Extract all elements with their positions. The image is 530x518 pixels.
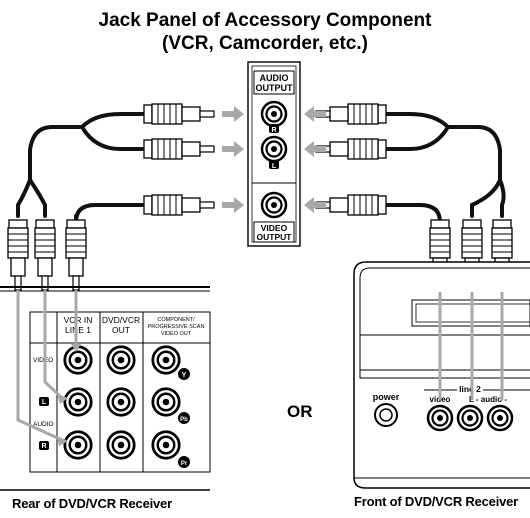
rca-plug (316, 139, 386, 159)
front-panel: power line 2 video L - audio - (353, 261, 530, 489)
rear-video-label: VIDEO (33, 357, 53, 364)
rear-panel: VCR IN LINE 1 DVD/VCR OUT COMPONENT/ PRO… (0, 286, 211, 491)
vcr-in-audio-r-jack (63, 430, 93, 460)
accessory-jack-panel: AUDIO OUTPUT R L VIDEO OUTPUT (247, 61, 301, 247)
arrow-left-icon (304, 106, 326, 122)
arrow-left-icon (304, 141, 326, 157)
dvd-vcr-out-audio-l-jack (106, 387, 136, 417)
arrow-right-icon (222, 106, 244, 122)
arrow-right-icon (222, 197, 244, 213)
audio-output-label-2: OUTPUT (256, 83, 294, 93)
rca-plug (143, 138, 215, 160)
y-badge: Y (182, 372, 187, 379)
accessory-audio-l-jack (260, 135, 288, 163)
rca-plug (316, 104, 386, 124)
col3-header-1: COMPONENT/ (157, 317, 195, 323)
pb-badge: Pb (180, 417, 188, 423)
rca-plug (143, 103, 215, 125)
col3-header-3: VIDEO OUT (161, 331, 192, 337)
rca-plug (143, 194, 215, 216)
or-label: OR (287, 402, 313, 421)
accessory-r-badge: R (271, 127, 276, 134)
accessory-video-jack (260, 191, 288, 219)
accessory-l-badge: L (272, 163, 277, 170)
accessory-audio-r-jack (260, 100, 288, 128)
front-audio-label: L - audio - (469, 395, 507, 404)
front-caption: Front of DVD/VCR Receiver (354, 494, 519, 509)
col2-header-1: DVD/VCR (102, 315, 140, 325)
component-y-jack (151, 345, 181, 375)
front-audio-r-jack (486, 404, 514, 432)
cables (16, 112, 506, 224)
component-pb-jack (151, 387, 181, 417)
rear-l-badge: L (42, 399, 47, 406)
rca-plug (34, 219, 56, 291)
arrow-right-icon (222, 141, 244, 157)
col2-header-2: OUT (112, 325, 130, 335)
line2-label: line 2 (459, 384, 481, 394)
rear-caption: Rear of DVD/VCR Receiver (12, 496, 172, 511)
title-line-1: Jack Panel of Accessory Component (98, 10, 432, 31)
col1-header-1: VCR IN (64, 315, 93, 325)
col1-header-2: LINE 1 (65, 325, 91, 335)
audio-output-label-1: AUDIO (260, 73, 289, 83)
rear-audio-label: AUDIO (33, 421, 54, 428)
title-line-2: (VCR, Camcorder, etc.) (162, 33, 368, 54)
rca-plug (65, 219, 87, 291)
rca-plug (316, 195, 386, 215)
dvd-vcr-out-video-jack (106, 345, 136, 375)
component-pr-jack (151, 430, 181, 460)
arrow-left-icon (304, 197, 326, 213)
vcr-in-video-jack (63, 345, 93, 375)
rear-routing-lines (16, 290, 78, 442)
rear-r-badge: R (41, 443, 46, 450)
front-routing-lines (438, 292, 504, 400)
front-video-jack (426, 404, 454, 432)
video-output-label-2: OUTPUT (257, 232, 293, 242)
dvd-vcr-out-audio-r-jack (106, 430, 136, 460)
vcr-in-audio-l-jack (63, 387, 93, 417)
rca-plug (7, 219, 29, 291)
pr-badge: Pr (181, 461, 188, 467)
power-label: power (373, 392, 400, 402)
front-audio-l-jack (456, 404, 484, 432)
col3-header-2: PROGRESSIVE SCAN (148, 324, 205, 330)
video-output-label-1: VIDEO (261, 223, 288, 233)
